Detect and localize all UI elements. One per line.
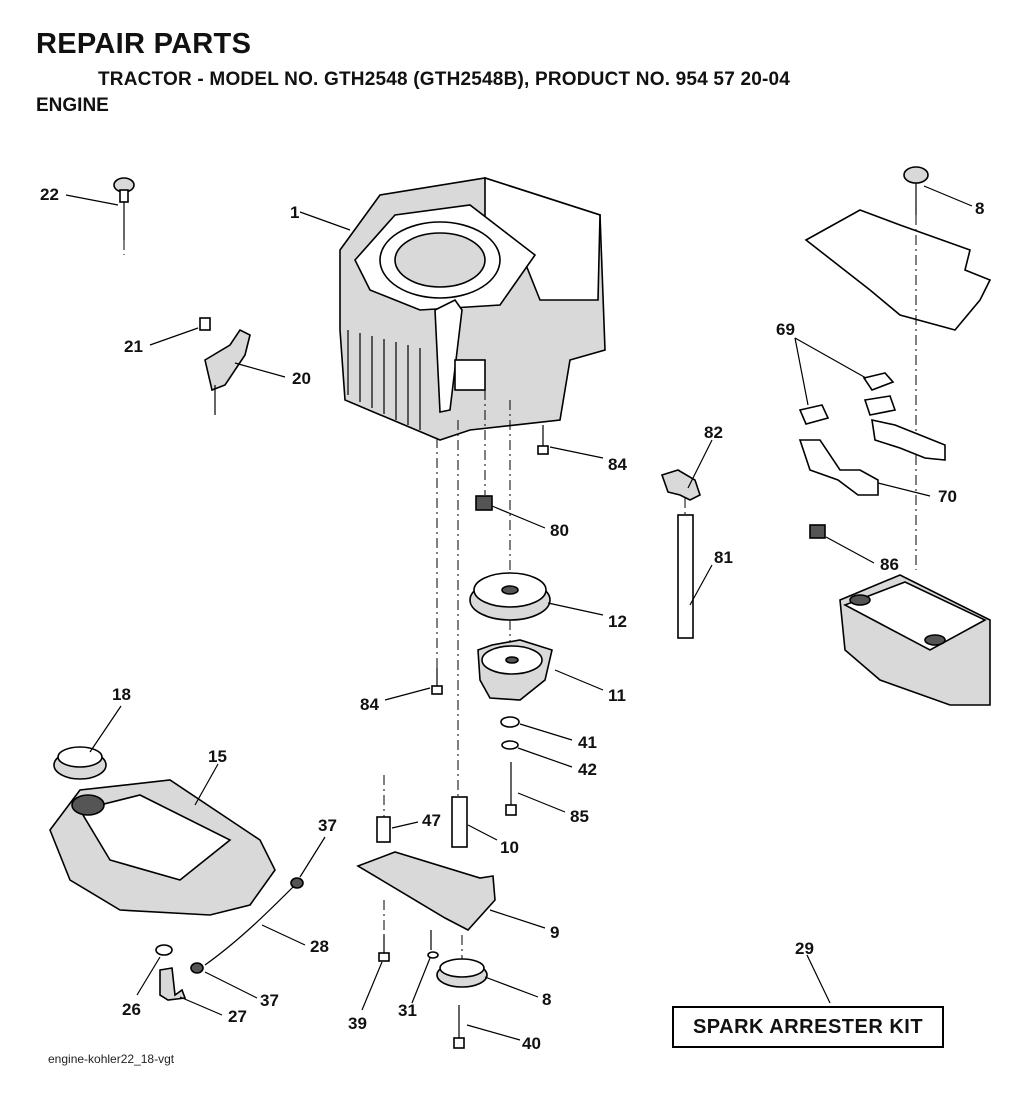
callout-8: 8 <box>542 990 551 1009</box>
fuel-tank-part <box>49 779 276 916</box>
fuel-cap-part <box>53 746 107 780</box>
callout-69: 69 <box>776 320 795 339</box>
bolt-84-lower <box>431 668 443 695</box>
pulley-12-part <box>469 572 551 621</box>
idler-bracket-9-part <box>356 851 496 931</box>
section-title: ENGINE <box>36 95 109 116</box>
heat-shield-part <box>804 166 992 331</box>
callout-85: 85 <box>570 807 589 826</box>
callout-80: 80 <box>550 521 569 540</box>
bolt-84-upper <box>537 425 549 455</box>
spacer-10-part <box>451 796 468 848</box>
clamp-upper-part <box>290 877 304 889</box>
page-title: REPAIR PARTS <box>36 28 252 60</box>
shutoff-valve-part <box>159 967 187 1001</box>
clamp-lower-part <box>190 962 204 974</box>
callout-41: 41 <box>578 733 597 752</box>
callout-1: 1 <box>290 203 299 222</box>
callout-82: 82 <box>704 423 723 442</box>
callout-18: 18 <box>112 685 131 704</box>
callout-15: 15 <box>208 747 227 766</box>
nut-86-part <box>809 524 826 539</box>
washer-42-part <box>501 740 519 750</box>
callout-11: 11 <box>608 686 626 705</box>
muffler-part <box>839 574 991 706</box>
callout-8-right: 8 <box>975 199 984 218</box>
callout-37-upper: 37 <box>318 816 337 835</box>
callout-39: 39 <box>348 1014 367 1033</box>
bolt-39-part <box>378 900 390 962</box>
callout-81: 81 <box>714 548 733 567</box>
callout-84-upper: 84 <box>608 455 627 474</box>
callout-84-lower: 84 <box>360 695 379 714</box>
bolt-40-part <box>453 1005 465 1049</box>
washer-31-part <box>427 951 439 959</box>
callout-70: 70 <box>938 487 957 506</box>
fuel-line-part <box>204 884 296 966</box>
gaskets-69-part <box>798 372 897 425</box>
spacer-47-part <box>376 816 391 843</box>
nut-80-part <box>475 495 493 511</box>
callout-47: 47 <box>422 811 441 830</box>
callout-86: 86 <box>880 555 899 574</box>
bolt-85-part <box>505 762 517 816</box>
callout-42: 42 <box>578 760 597 779</box>
tube-81-part <box>677 514 694 639</box>
spark-arrester-kit-label: SPARK ARRESTER KIT <box>672 1006 944 1048</box>
dipstick-part <box>113 177 135 255</box>
exhaust-pipe-70b <box>871 418 946 461</box>
idler-pulley-8-part <box>436 935 488 988</box>
callout-37-lower: 37 <box>260 991 279 1010</box>
callout-9: 9 <box>550 923 559 942</box>
throttle-bracket-part <box>199 317 251 415</box>
callout-20: 20 <box>292 369 311 388</box>
model-subtitle: TRACTOR - MODEL NO. GTH2548 (GTH2548B), … <box>98 69 791 90</box>
leader-lines <box>65 185 973 1041</box>
callout-29: 29 <box>795 939 814 958</box>
callout-10: 10 <box>500 838 519 857</box>
callout-40: 40 <box>522 1034 541 1053</box>
callout-21: 21 <box>124 337 143 356</box>
drawing-reference: engine-kohler22_18-vgt <box>48 1052 175 1066</box>
elbow-82-part <box>660 469 701 501</box>
callout-31: 31 <box>398 1001 417 1020</box>
callout-22: 22 <box>40 185 59 204</box>
callout-26: 26 <box>122 1000 141 1019</box>
callout-12: 12 <box>608 612 627 631</box>
grommet-part <box>155 944 173 956</box>
exhaust-pipe-70a <box>798 439 879 496</box>
callout-28: 28 <box>310 937 329 956</box>
clutch-11-part <box>477 639 553 701</box>
washer-41-part <box>500 716 520 728</box>
engine-block <box>339 176 606 441</box>
callout-27: 27 <box>228 1007 247 1026</box>
